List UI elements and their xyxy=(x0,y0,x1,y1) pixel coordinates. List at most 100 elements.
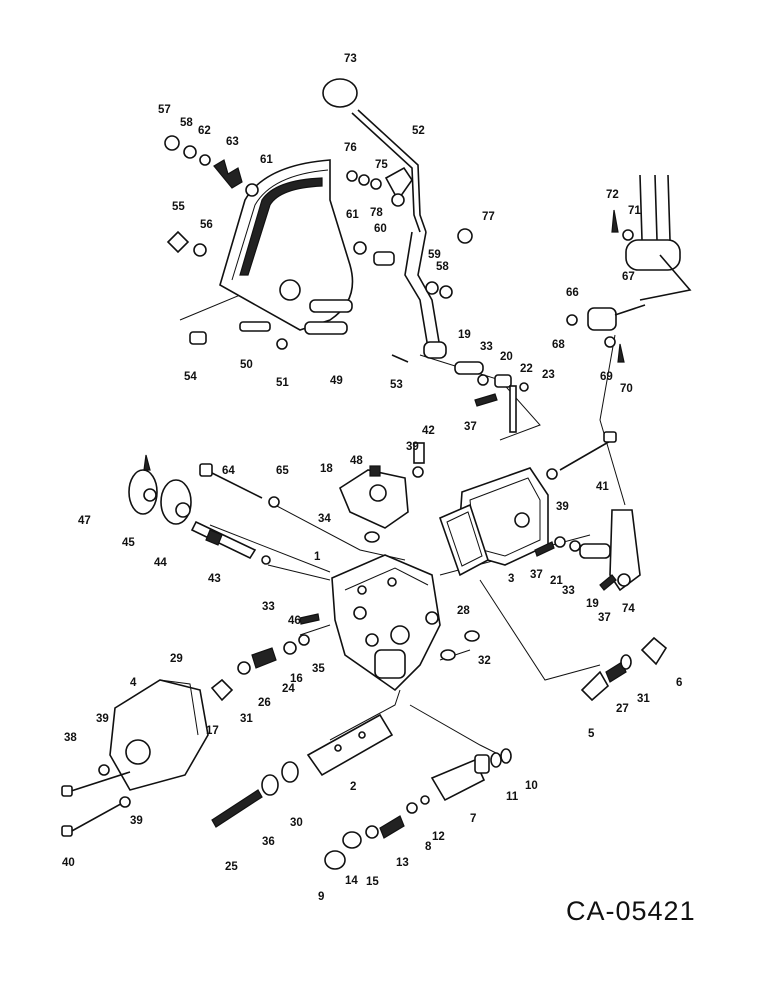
relief-valve-parts xyxy=(580,636,668,702)
callout: 8 xyxy=(425,841,432,853)
callout: 36 xyxy=(262,836,275,848)
cover-18 xyxy=(339,442,425,543)
callout: 25 xyxy=(225,861,238,873)
callout: 39 xyxy=(406,441,419,453)
callout: 27 xyxy=(616,703,629,715)
callout: 78 xyxy=(370,207,383,219)
callout: 54 xyxy=(184,371,197,383)
callout: 13 xyxy=(396,857,409,869)
callout: 58 xyxy=(180,117,193,129)
callout: 42 xyxy=(422,425,435,437)
callout: 55 xyxy=(172,201,185,213)
callout: 18 xyxy=(320,463,333,475)
pump-housing xyxy=(438,431,617,577)
callout: 58 xyxy=(436,261,449,273)
callout: 11 xyxy=(506,791,519,803)
callout: 59 xyxy=(428,249,441,261)
callout: 19 xyxy=(458,329,471,341)
callout: 70 xyxy=(620,383,633,395)
callout: 1 xyxy=(314,551,321,563)
callout: 4 xyxy=(130,677,137,689)
callout: 16 xyxy=(290,673,303,685)
callout: 71 xyxy=(628,205,641,217)
callout: 30 xyxy=(290,817,303,829)
callout: 46 xyxy=(288,615,301,627)
callout: 2 xyxy=(350,781,356,793)
callout: 32 xyxy=(478,655,491,667)
callout: 69 xyxy=(600,371,613,383)
callout: 50 xyxy=(240,359,253,371)
callout: 15 xyxy=(366,876,379,888)
callout: 62 xyxy=(198,125,211,137)
callout: 9 xyxy=(318,891,324,903)
callout: 49 xyxy=(330,375,343,387)
drawing-code: CA-05421 xyxy=(566,896,696,926)
callout: 44 xyxy=(154,557,167,569)
callout: 33 xyxy=(562,585,575,597)
callout: 56 xyxy=(200,219,213,231)
callout: 3 xyxy=(508,573,514,585)
callout: 52 xyxy=(412,125,425,137)
callout: 28 xyxy=(457,605,470,617)
callout: 37 xyxy=(598,612,611,624)
callout: 39 xyxy=(556,501,569,513)
callout: 53 xyxy=(390,379,403,391)
callout: 43 xyxy=(208,573,221,585)
callout: 38 xyxy=(64,732,77,744)
callout: 47 xyxy=(78,515,91,527)
callout: 34 xyxy=(318,513,331,525)
callout: 48 xyxy=(350,455,363,467)
quadrant-assembly xyxy=(164,135,395,350)
callout: 45 xyxy=(122,537,135,549)
callout: 33 xyxy=(262,601,275,613)
callout: 61 xyxy=(260,154,273,166)
callout: 41 xyxy=(596,481,609,493)
callout: 29 xyxy=(170,653,183,665)
callout: 74 xyxy=(622,603,635,615)
linkage-assembly xyxy=(566,174,692,592)
callout: 57 xyxy=(158,104,171,116)
callout: 63 xyxy=(226,136,239,148)
control-lever xyxy=(322,78,529,433)
callout: 20 xyxy=(500,351,513,363)
callout: 19 xyxy=(586,598,599,610)
callout: 37 xyxy=(530,569,543,581)
callout: 21 xyxy=(550,575,563,587)
callout: 65 xyxy=(276,465,289,477)
callout: 77 xyxy=(482,211,495,223)
callout: 33 xyxy=(480,341,493,353)
callout: 66 xyxy=(566,287,579,299)
lower-housing xyxy=(61,679,209,837)
callout: 12 xyxy=(432,831,445,843)
callout: 60 xyxy=(374,223,387,235)
callout: 39 xyxy=(130,815,143,827)
callout: 51 xyxy=(276,377,289,389)
callout: 31 xyxy=(240,713,253,725)
callout: 73 xyxy=(344,53,357,65)
callout: 35 xyxy=(312,663,325,675)
callout: 64 xyxy=(222,465,235,477)
callout: 7 xyxy=(470,813,476,825)
callout: 22 xyxy=(520,363,533,375)
callout: 5 xyxy=(588,728,595,740)
callout: 39 xyxy=(96,713,109,725)
spool-assembly xyxy=(210,634,512,870)
callout: 14 xyxy=(345,875,358,887)
callout-labels: 1 2 3 4 5 6 7 8 9 10 11 12 13 14 15 16 1… xyxy=(62,53,682,903)
callout: 37 xyxy=(464,421,477,433)
callout: 17 xyxy=(206,725,219,737)
callout: 40 xyxy=(62,857,75,869)
valve-body xyxy=(299,554,480,692)
callout: 75 xyxy=(375,159,388,171)
callout: 26 xyxy=(258,697,271,709)
callout: 6 xyxy=(676,677,682,689)
callout: 23 xyxy=(542,369,555,381)
callout: 67 xyxy=(622,271,635,283)
callout: 10 xyxy=(525,780,538,792)
callout: 31 xyxy=(637,693,650,705)
callout: 68 xyxy=(552,339,565,351)
left-shaft-parts xyxy=(128,454,280,565)
callout: 72 xyxy=(606,189,619,201)
callout: 76 xyxy=(344,142,357,154)
